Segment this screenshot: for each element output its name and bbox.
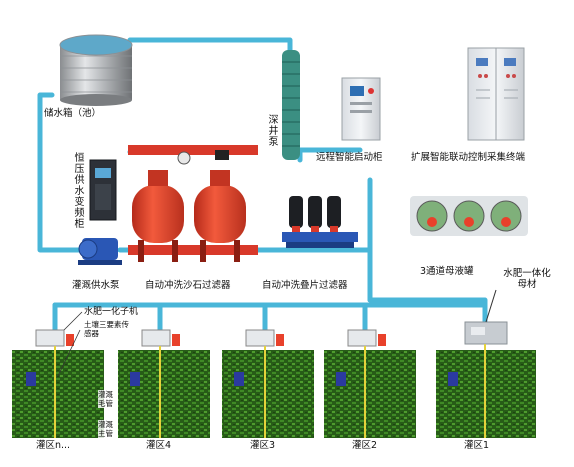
callout-lines [57, 311, 83, 377]
zone-label-1: 灌区1 [464, 440, 490, 451]
disc-filter-label: 自动冲洗叠片过滤器 [262, 280, 348, 291]
field-zone-3 [222, 329, 314, 438]
main-pipe-label: 灌溉主管 [98, 420, 116, 438]
zone-label-4: 灌区4 [146, 440, 172, 451]
sand-filter-label: 自动冲洗沙石过滤器 [145, 280, 231, 291]
supply-pump [78, 238, 122, 265]
deep-well-pump-label: 深井泵 [268, 115, 279, 148]
deep-well-pump [282, 50, 300, 160]
capillary-label: 灌溉毛管 [98, 390, 116, 408]
sand-filter-tank-right [194, 170, 246, 262]
mother-tank-label: 3通道母液罐 [420, 266, 474, 277]
zone-label-2: 灌区2 [352, 440, 378, 451]
wf-machine-label: 水肥一化子机 [84, 307, 139, 317]
sand-filter-tank-left [132, 170, 184, 262]
irrigation-fields [12, 329, 536, 438]
storage-tank-label: 储水箱（池） [44, 108, 102, 119]
field-zone-1 [436, 344, 536, 438]
zone-label-3: 灌区3 [250, 440, 276, 451]
field-zone-4 [118, 329, 210, 438]
disc-filter-unit [282, 196, 358, 248]
control-terminal-label: 扩展智能联动控制采集终端 [411, 152, 526, 163]
control-terminal-cabinet [467, 47, 525, 141]
supply-pump-label: 灌溉供水泵 [72, 280, 120, 291]
soil-sensor-label: 土壤三要素传感器 [84, 320, 129, 338]
mother-tank-2 [453, 200, 485, 232]
water-fertilizer-main-unit [464, 289, 508, 345]
zone-label-n: 灌区n... [36, 440, 71, 451]
mother-tank-1 [416, 200, 448, 232]
field-zone-2 [324, 329, 416, 438]
remote-starter-label: 远程智能启动柜 [316, 152, 383, 163]
vfd-cabinet [89, 159, 117, 221]
remote-starter-cabinet [341, 77, 381, 141]
sand-filter-unit [128, 145, 258, 262]
storage-tank [59, 34, 133, 106]
mother-tank-3 [490, 200, 522, 232]
mother-liquid-tanks [410, 196, 528, 236]
wf-tank-label: 水肥一体化母材 [503, 268, 551, 290]
vfd-label: 恒压供水变频柜 [74, 153, 85, 230]
field-zone-n [12, 329, 104, 438]
